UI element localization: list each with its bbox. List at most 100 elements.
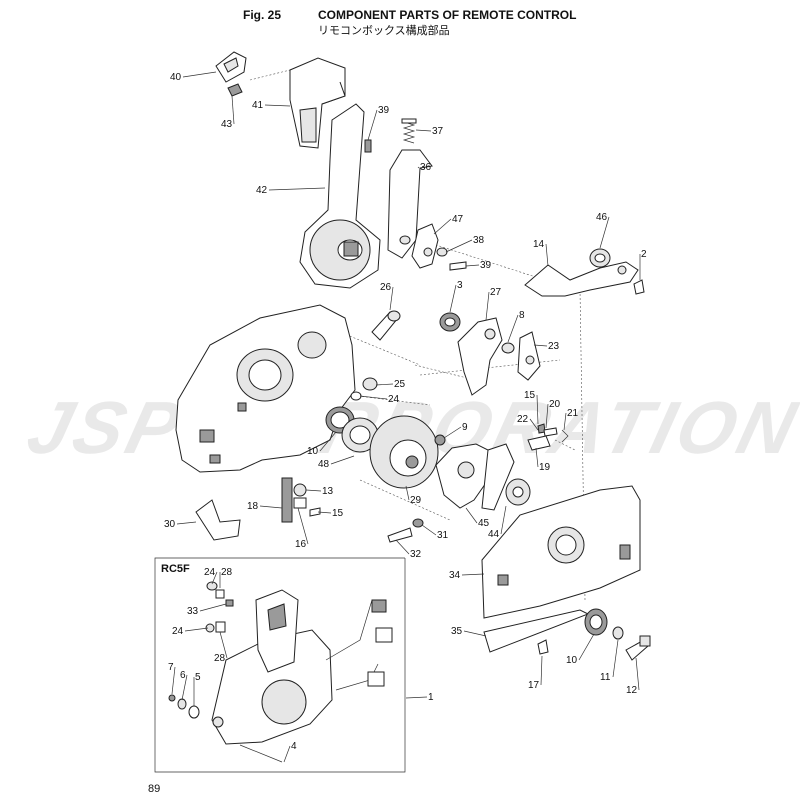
part-label-27: 27: [490, 287, 502, 298]
leader-line-39: [367, 109, 378, 141]
leader-line-32: [395, 539, 410, 555]
part-label-31: 31: [437, 530, 449, 541]
part-12-bolt: [625, 635, 651, 661]
part-label-44: 44: [488, 529, 500, 540]
part-44-bracket: [481, 443, 515, 511]
part-label-18: 18: [247, 501, 259, 512]
part-14-lever-plate: [524, 261, 639, 297]
part-label-30: 30: [164, 519, 176, 530]
part-label-29: 29: [410, 495, 422, 506]
leader-line-28: [219, 631, 228, 659]
rc5f-inset-label: RC5F: [161, 563, 190, 575]
leader-line-35: [463, 630, 487, 637]
part-label-2: 2: [641, 249, 647, 260]
rc5f-parts-7-6-5: [168, 694, 200, 719]
part-label-15: 15: [332, 508, 344, 519]
part-label-17: 17: [528, 680, 540, 691]
part-41-handle-grip: [289, 57, 346, 149]
part-label-39: 39: [480, 260, 492, 271]
leader-line-33: [199, 603, 227, 612]
rc5f-part-24-28-lower: [205, 621, 226, 633]
leader-line-39: [465, 264, 480, 267]
part-label-48: 48: [318, 459, 330, 470]
part-13-knob: [293, 483, 307, 497]
page-number: 89: [148, 783, 161, 795]
part-label-36: 36: [420, 162, 432, 173]
part-40-cap: [215, 51, 247, 83]
leader-line-4: [283, 745, 291, 763]
part-34-cover-plate: [481, 485, 641, 619]
part-10-ring-right: [584, 608, 608, 636]
leader-line-34: [461, 573, 485, 576]
part-32-bolt: [387, 527, 413, 543]
part-label-5: 5: [195, 672, 201, 683]
diagram-subtitle-japanese: リモコンボックス構成部品: [318, 24, 450, 37]
part-label-24: 24: [204, 567, 216, 578]
part-15-screw-left: [309, 507, 321, 517]
leader-line-29: [405, 485, 410, 501]
leader-line-45: [465, 507, 478, 524]
leader-line-1: [405, 696, 428, 699]
part-11-washer: [612, 626, 624, 640]
part-label-43: 43: [221, 119, 233, 130]
leader-line-8: [507, 314, 519, 343]
part-47-bracket: [411, 223, 439, 269]
part-37-spring: [401, 118, 417, 144]
part-label-42: 42: [256, 185, 268, 196]
part-3-ring: [439, 312, 461, 332]
leader-line-7: [171, 666, 176, 695]
part-label-22: 22: [517, 414, 529, 425]
part-42-lever-arm: [299, 103, 381, 289]
rc5f-assembled-unit: [211, 589, 393, 763]
part-23-pin: [517, 331, 541, 381]
leader-line-48: [330, 455, 355, 465]
leader-line-24: [184, 627, 209, 632]
part-label-3: 3: [457, 280, 463, 291]
part-26-shaft: [371, 310, 401, 341]
part-19-clip: [527, 435, 551, 451]
part-label-11: 11: [600, 672, 611, 683]
part-46-ring: [589, 248, 611, 268]
part-17-screw: [537, 639, 549, 655]
part-label-24: 24: [388, 394, 400, 405]
part-27-cam-plate: [457, 317, 503, 396]
part-21-spring: [561, 429, 569, 443]
main-housing: [175, 304, 356, 473]
leader-line-44: [500, 505, 507, 535]
leader-line-18: [259, 505, 283, 509]
leader-line-24: [211, 571, 218, 585]
leader-line-10: [578, 633, 595, 661]
part-8-washer: [501, 342, 515, 354]
leader-line-19: [535, 447, 539, 468]
leader-line-6: [181, 674, 188, 701]
leader-line-17: [540, 655, 543, 686]
leader-line-14: [545, 243, 549, 267]
leader-line-9: [443, 426, 462, 439]
part-label-6: 6: [180, 670, 186, 681]
part-label-24: 24: [172, 626, 184, 637]
part-20-screw: [543, 427, 558, 437]
leader-line-42: [268, 187, 326, 191]
part-label-14: 14: [533, 239, 545, 250]
leader-line-15: [536, 394, 539, 425]
part-label-12: 12: [626, 685, 638, 696]
part-25-washer: [362, 377, 378, 391]
part-label-28: 28: [221, 567, 233, 578]
leader-line-13: [305, 489, 322, 492]
leader-line-25: [375, 383, 394, 386]
part-label-10: 10: [307, 446, 319, 457]
leader-line-15: [317, 511, 332, 514]
part-18-bar: [281, 477, 293, 523]
part-38-washer: [436, 247, 448, 257]
part-label-23: 23: [548, 341, 560, 352]
diagram-title: COMPONENT PARTS OF REMOTE CONTROL: [318, 8, 577, 22]
part-label-40: 40: [170, 72, 182, 83]
part-35-strip: [483, 609, 590, 653]
rc5f-inset-frame: [154, 557, 406, 773]
leader-line-37: [415, 129, 432, 132]
part-label-15: 15: [524, 390, 536, 401]
leader-line-38: [445, 239, 473, 253]
part-44-bushing: [505, 478, 531, 506]
leader-line-46: [599, 216, 610, 249]
